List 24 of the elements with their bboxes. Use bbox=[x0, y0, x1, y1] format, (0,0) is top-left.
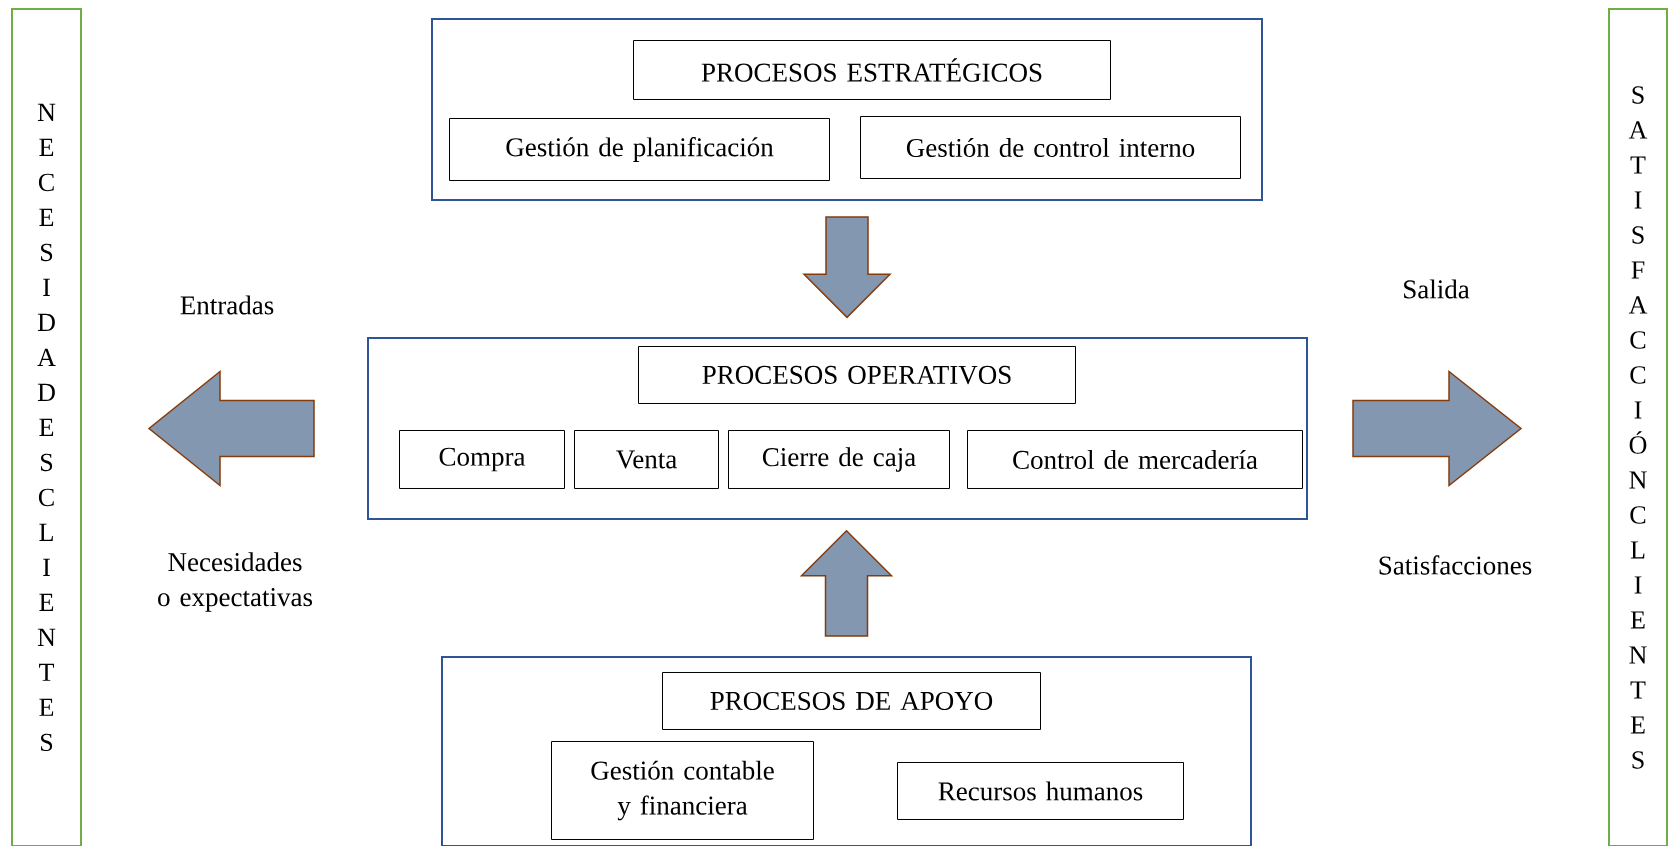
vertical-text-box: SATISFACCIÓN CLIENTES bbox=[1608, 8, 1668, 846]
process-box: Gestión contable y financiera bbox=[551, 741, 814, 840]
block-arrow bbox=[147, 369, 315, 488]
flow-label: Salida bbox=[1404, 279, 1470, 299]
block-arrow bbox=[1352, 369, 1523, 488]
process-box: Cierre de caja bbox=[728, 430, 950, 489]
process-box: PROCESOS OPERATIVOS bbox=[638, 346, 1076, 404]
process-box: Gestión de planificación bbox=[449, 118, 830, 181]
process-box: Control de mercadería bbox=[967, 430, 1303, 489]
process-group-box bbox=[367, 337, 1308, 520]
process-box: Venta bbox=[574, 430, 719, 489]
flow-label: Satisfacciones bbox=[1379, 555, 1532, 575]
vertical-text-box: NECESIDADES CLIENTES bbox=[11, 8, 82, 846]
process-box: PROCESOS ESTRATÉGICOS bbox=[633, 40, 1111, 100]
process-group-box bbox=[441, 656, 1252, 846]
block-arrow bbox=[802, 216, 892, 319]
process-group-box bbox=[431, 18, 1263, 201]
flow-label: Entradas bbox=[180, 295, 274, 315]
process-box: Recursos humanos bbox=[897, 762, 1184, 820]
process-box: PROCESOS DE APOYO bbox=[662, 672, 1041, 730]
flow-label: Necesidades o expectativas bbox=[158, 552, 313, 612]
block-arrow bbox=[799, 529, 894, 637]
process-box: Gestión de control interno bbox=[860, 116, 1241, 179]
process-box: Compra bbox=[399, 430, 565, 489]
